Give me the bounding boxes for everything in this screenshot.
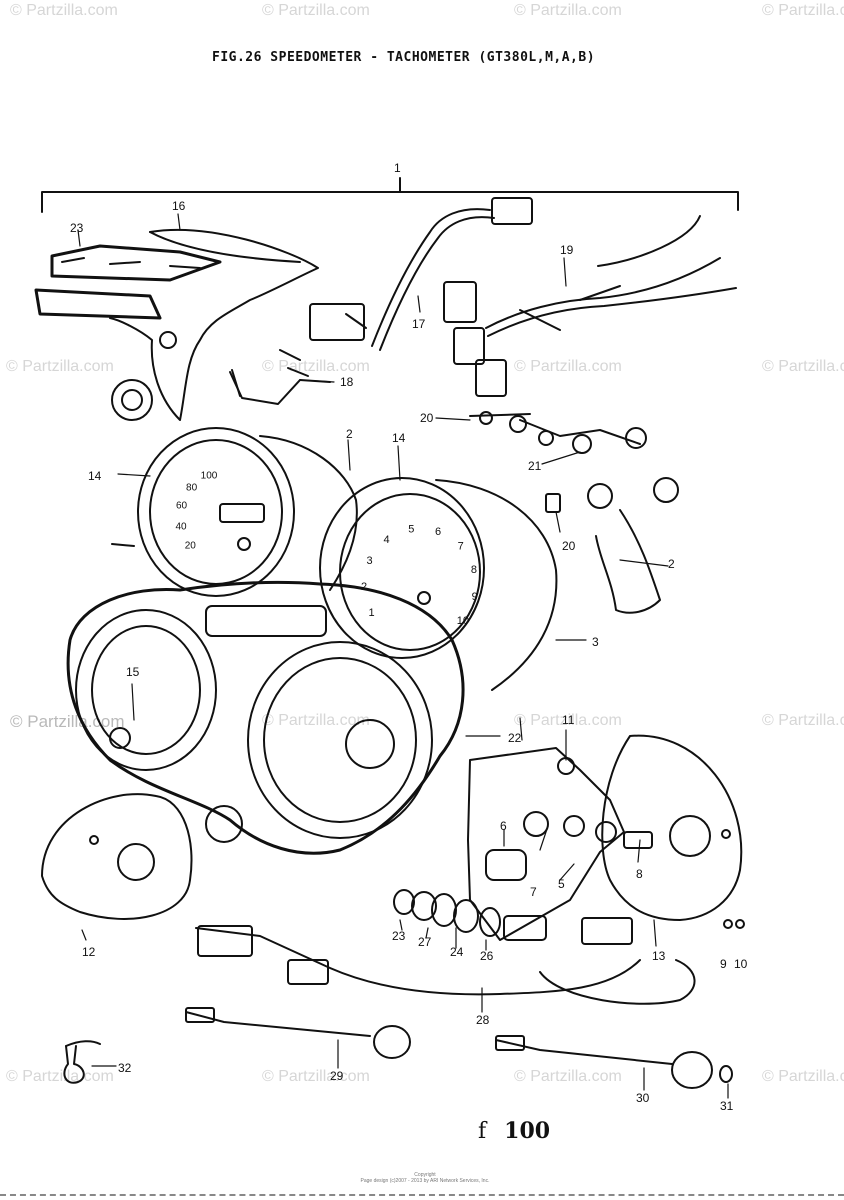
watermark: © Partzilla.com (514, 2, 622, 19)
dial-number: 100 (201, 471, 218, 482)
bulb-socket-20-21 (469, 411, 679, 614)
wire-harness-28 (195, 917, 696, 1005)
callout-30: 30 (636, 1091, 650, 1105)
dial-number: 80 (186, 482, 198, 493)
callout-24: 24 (450, 945, 464, 959)
watermark: © Partzilla.com (262, 358, 370, 375)
callout-27: 27 (418, 935, 432, 949)
base-plate-13 (601, 734, 743, 921)
meter-case-22 (66, 580, 465, 855)
callout-26: 26 (480, 949, 494, 963)
callout-20: 20 (562, 539, 576, 553)
watermark: © Partzilla.com (262, 2, 370, 19)
watermark: © Partzilla.com (262, 712, 370, 729)
page-prefix: f (478, 1119, 487, 1144)
callout-8: 8 (636, 867, 643, 881)
page-number: f 100 (478, 1118, 550, 1144)
callout-21: 21 (528, 459, 542, 473)
assembly-bracket (41, 177, 739, 213)
watermark: © Partzilla.com (762, 1068, 844, 1085)
dial-number: 9 (472, 591, 478, 603)
cable-30 (495, 1035, 733, 1089)
figure-title: FIG.26 SPEEDOMETER - TACHOMETER (GT380L,… (212, 50, 596, 65)
callout-11: 11 (562, 713, 575, 727)
watermark: © Partzilla.com (514, 1068, 622, 1085)
page-bottom-edge (0, 1194, 844, 1196)
dial-number: 4 (384, 534, 390, 546)
copyright-line-2: Page design (c)2007 - 2013 by ARI Networ… (360, 1178, 490, 1184)
callout-29: 29 (330, 1069, 344, 1083)
callout-12: 12 (82, 945, 96, 959)
callout-15: 15 (126, 665, 140, 679)
callout-17: 17 (412, 317, 426, 331)
callout-3: 3 (592, 635, 599, 649)
meter-case-top-16 (109, 228, 319, 421)
callout-5: 5 (558, 877, 565, 891)
copyright-notice: Copyright Page design (c)2007 - 2013 by … (340, 1172, 510, 1184)
wire-harness-19 (443, 215, 737, 397)
wire-harness-17 (287, 197, 533, 377)
washer-set (393, 889, 547, 941)
tachometer-meter-2 (319, 477, 558, 691)
watermark: © Partzilla.com (762, 2, 844, 19)
callout-10: 10 (734, 957, 748, 971)
callout-1: 1 (394, 161, 401, 175)
dial-number: 60 (176, 501, 188, 512)
indicator-panel-23 (34, 244, 222, 320)
dial-number: 10 (457, 615, 469, 627)
callout-13: 13 (652, 949, 666, 963)
watermark: © Partzilla.com (514, 358, 622, 375)
callout-28: 28 (476, 1013, 490, 1027)
watermark: © Partzilla.com (514, 712, 622, 729)
callout-23: 23 (70, 221, 84, 235)
callout-22: 22 (508, 731, 522, 745)
callout-6: 6 (500, 819, 507, 833)
watermark: © Partzilla.com (762, 358, 844, 375)
dial-number: 40 (175, 522, 187, 533)
dial-number: 8 (471, 564, 477, 576)
dial-number: 7 (458, 541, 464, 553)
dial-number: 1 (368, 607, 374, 619)
page-number-value: 100 (504, 1118, 551, 1144)
dial-number: 3 (366, 555, 372, 567)
callout-19: 19 (560, 243, 574, 257)
copyright-line-1: Copyright (414, 1172, 436, 1178)
callout-23: 23 (392, 929, 406, 943)
callout-20: 20 (420, 411, 434, 425)
callout-16: 16 (172, 199, 186, 213)
watermark: © Partzilla.com (262, 1068, 370, 1085)
leader-lines (77, 213, 729, 1099)
watermark: © Partzilla.com (762, 712, 844, 729)
callout-31: 31 (720, 1099, 734, 1113)
callout-2: 2 (668, 557, 675, 571)
watermark: © Partzilla.com (6, 358, 114, 375)
callout-14: 14 (88, 469, 102, 483)
dial-number: 20 (185, 540, 197, 551)
watermark: © Partzilla.com (6, 1068, 114, 1085)
callout-18: 18 (340, 375, 354, 389)
dial-number: 5 (408, 524, 414, 536)
cable-29 (185, 1007, 411, 1059)
callout-32: 32 (118, 1061, 132, 1075)
cable-clamp-32 (63, 1040, 101, 1084)
callout-2: 2 (346, 427, 353, 441)
dial-number: 2 (361, 581, 367, 593)
watermark: © Partzilla.com (10, 2, 118, 19)
callout-9: 9 (720, 957, 727, 971)
nut-9-10 (723, 919, 745, 929)
base-plate-12 (41, 793, 193, 920)
bracket-11 (467, 747, 653, 941)
dial-number: 6 (435, 526, 441, 538)
callout-14: 14 (392, 431, 406, 445)
socket-lead-18 (229, 371, 331, 405)
callout-7: 7 (530, 885, 537, 899)
